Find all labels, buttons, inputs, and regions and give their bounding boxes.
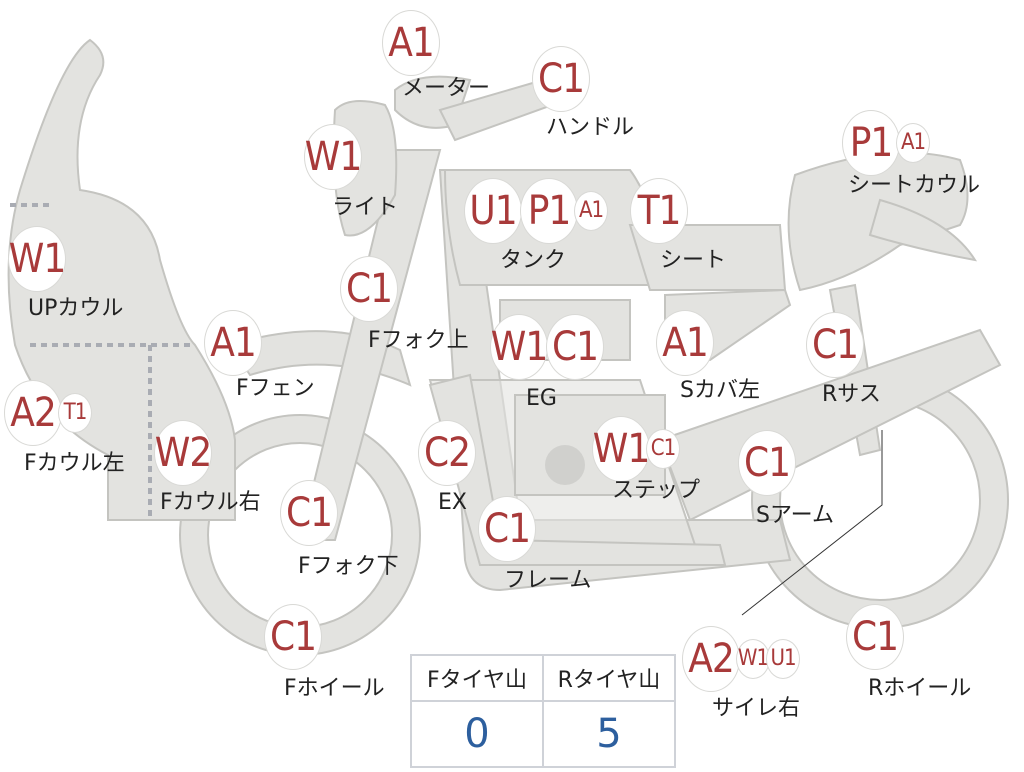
s-arm-badges: C1 (738, 430, 796, 496)
badge: C1 (340, 256, 398, 322)
silencer-right-label: サイレ右 (712, 696, 801, 721)
ex-label: EX (438, 490, 467, 515)
badge: C1 (280, 480, 338, 546)
badge: T1 (58, 393, 92, 433)
f-wheel-badges: C1 (264, 604, 322, 670)
f-cowl-right-badges: W2 (154, 420, 212, 486)
badge: U1 (766, 639, 800, 679)
badge: C1 (738, 430, 796, 496)
light-label: ライト (332, 195, 399, 220)
step-label: ステップ (612, 478, 701, 503)
badge: C2 (418, 420, 476, 486)
badge: T1 (630, 178, 688, 244)
meter-badges: A1 (382, 10, 440, 76)
tire-table-value-row: 0 5 (410, 700, 676, 768)
f-cowl-left-label: Fカウル左 (24, 451, 125, 476)
f-fork-lower-label: Fフォク下 (298, 554, 399, 579)
frame-label: フレーム (504, 568, 592, 593)
seat-cowl-label: シートカウル (848, 173, 981, 198)
ex-badges: C2 (418, 420, 476, 486)
silencer-leader-line (741, 430, 883, 616)
f-cowl-left-badges: A2 T1 (4, 380, 92, 446)
badge: C1 (532, 46, 590, 112)
badge: C1 (806, 312, 864, 378)
badge: C1 (846, 604, 904, 670)
tank-badges: U1 P1 A1 (464, 178, 608, 244)
meter-label: メーター (402, 76, 491, 101)
eg-badges: W1 C1 (490, 314, 604, 380)
badge: W1 (304, 124, 362, 190)
f-fork-upper-label: Fフォク上 (368, 328, 469, 353)
rear-tire-tread-value: 5 (542, 700, 676, 768)
r-sus-label: Rサス (822, 382, 881, 407)
badge: C1 (478, 496, 536, 562)
badge: C1 (646, 429, 680, 469)
s-arm-label: Sアーム (756, 503, 834, 528)
seat-badges: T1 (630, 178, 688, 244)
badge: A1 (656, 310, 714, 376)
seat-label: シート (660, 248, 727, 273)
tank-label: タンク (500, 248, 567, 273)
badge: A1 (204, 310, 262, 376)
seat-cowl-badges: P1 A1 (842, 110, 930, 176)
tire-tread-table: Fタイヤ山 Rタイヤ山 0 5 (410, 654, 676, 768)
f-wheel-label: Fホイール (284, 676, 385, 701)
badge: A1 (574, 191, 608, 231)
badge: C1 (546, 314, 604, 380)
light-badges: W1 (304, 124, 362, 190)
badge: W1 (736, 639, 770, 679)
badge: A1 (896, 123, 930, 163)
frame-badges: C1 (478, 496, 536, 562)
badge: P1 (520, 178, 578, 244)
badge: A2 (682, 626, 740, 692)
r-sus-badges: C1 (806, 312, 864, 378)
badge: U1 (464, 178, 522, 244)
badge: P1 (842, 110, 900, 176)
s-cover-left-badges: A1 (656, 310, 714, 376)
badge: W1 (592, 416, 650, 482)
up-cowl-label: UPカウル (28, 296, 124, 321)
s-cover-left-label: Sカバ左 (680, 378, 760, 403)
handle-label: ハンドル (546, 115, 635, 140)
rear-tire-tread-header: Rタイヤ山 (542, 654, 676, 702)
front-tire-tread-header: Fタイヤ山 (410, 654, 544, 702)
step-badges: W1 C1 (592, 416, 680, 482)
badge: W1 (490, 314, 548, 380)
fork-shape (298, 149, 442, 541)
f-fork-lower-badges: C1 (280, 480, 338, 546)
handle-badges: C1 (532, 46, 590, 112)
r-wheel-badges: C1 (846, 604, 904, 670)
f-fender-label: Fフェン (236, 376, 315, 401)
front-tire-tread-value: 0 (410, 700, 544, 768)
f-fork-upper-badges: C1 (340, 256, 398, 322)
eg-label: EG (526, 386, 557, 411)
exhaust-shape (428, 373, 727, 566)
r-wheel-label: Rホイール (868, 676, 972, 701)
badge: A1 (382, 10, 440, 76)
tire-table-header-row: Fタイヤ山 Rタイヤ山 (410, 654, 676, 702)
f-cowl-right-label: Fカウル右 (160, 490, 261, 515)
silencer-right-badges: A2 W1 U1 (682, 626, 800, 692)
f-fender-badges: A1 (204, 310, 262, 376)
badge: W2 (154, 420, 212, 486)
up-cowl-badges: W1 (8, 226, 66, 292)
badge: A2 (4, 380, 62, 446)
badge: C1 (264, 604, 322, 670)
badge: W1 (8, 226, 66, 292)
